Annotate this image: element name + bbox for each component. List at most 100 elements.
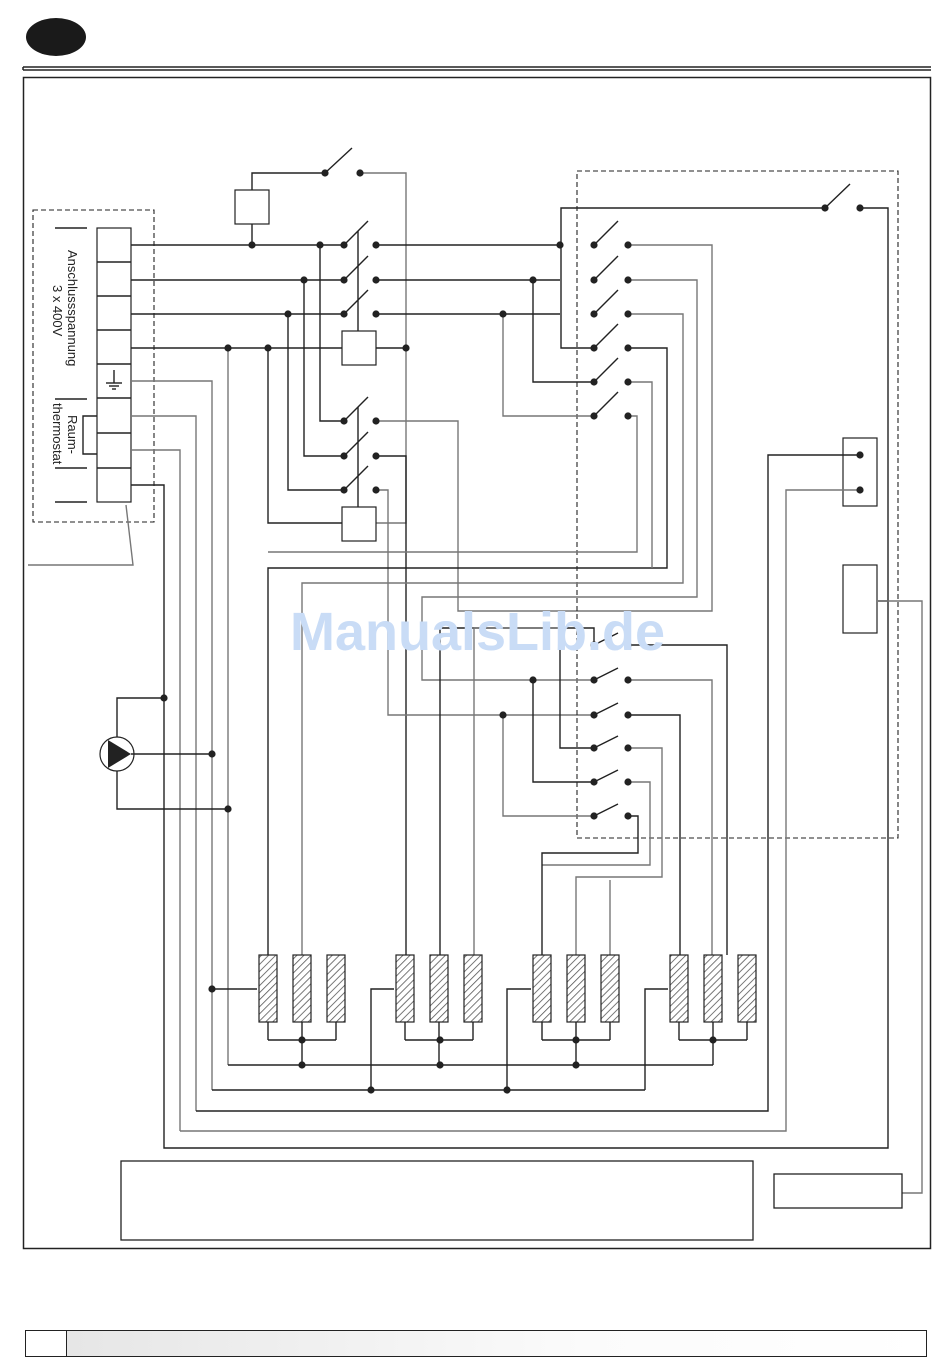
heating-element: [293, 955, 311, 1022]
heating-element: [738, 955, 756, 1022]
junction-dot: [590, 276, 597, 283]
supply-voltage-value: 3 x 400V: [50, 285, 65, 337]
junction-dot: [556, 241, 563, 248]
junction-dot: [590, 310, 597, 317]
language-badge: [26, 18, 86, 56]
junction-dot: [208, 985, 215, 992]
junction-dot: [572, 1036, 579, 1043]
heating-element: [396, 955, 414, 1022]
junction-dot: [590, 241, 597, 248]
note-box: [774, 1174, 902, 1208]
junction-dot: [372, 417, 379, 424]
contactor-k2: [268, 245, 712, 955]
junction-dot: [367, 1086, 374, 1093]
junction-dot: [372, 452, 379, 459]
junction-dot: [284, 310, 291, 317]
junction-dot: [624, 310, 631, 317]
junction-dot: [499, 711, 506, 718]
legend-box: [121, 1161, 753, 1240]
heating-element: [704, 955, 722, 1022]
thermostat-label: Raum-: [65, 415, 80, 454]
heater-group: [259, 955, 345, 1065]
junction-dot: [624, 344, 631, 351]
junction-dot: [590, 676, 597, 683]
supply-voltage-label: Anschlussspannung: [65, 250, 80, 366]
junction-dot: [224, 344, 231, 351]
junction-dot: [372, 241, 379, 248]
junction-dot: [340, 417, 347, 424]
junction-dot: [316, 241, 323, 248]
junction-dot: [709, 1036, 716, 1043]
junction-dot: [298, 1061, 305, 1068]
junction-dot: [590, 812, 597, 819]
junction-dot: [624, 276, 631, 283]
junction-dot: [856, 204, 863, 211]
junction-dot: [224, 805, 231, 812]
junction-dot: [590, 711, 597, 718]
page-number-box: [26, 1331, 67, 1356]
junction-dot: [340, 452, 347, 459]
heating-element: [567, 955, 585, 1022]
thermostat-label-2: thermostat: [50, 403, 65, 465]
leader-line: [28, 505, 133, 565]
junction-dot: [356, 169, 363, 176]
junction-dot: [590, 344, 597, 351]
terminal-area: [33, 210, 154, 522]
heating-element: [670, 955, 688, 1022]
junction-dot: [264, 344, 271, 351]
heating-element: [533, 955, 551, 1022]
junction-dot: [624, 711, 631, 718]
junction-dot: [340, 310, 347, 317]
junction-dot: [624, 676, 631, 683]
junction-dot: [208, 750, 215, 757]
junction-dot: [856, 486, 863, 493]
junction-dot: [624, 744, 631, 751]
junction-dot: [590, 778, 597, 785]
junction-dot: [340, 241, 347, 248]
junction-dot: [340, 486, 347, 493]
heater-group: [396, 955, 482, 1065]
junction-dot: [856, 451, 863, 458]
junction-dot: [436, 1061, 443, 1068]
junction-dot: [499, 310, 506, 317]
heating-element: [327, 955, 345, 1022]
junction-dot: [298, 1036, 305, 1043]
junction-dot: [624, 812, 631, 819]
footer-caption-strip: [67, 1331, 926, 1356]
junction-dot: [529, 276, 536, 283]
junction-dot: [340, 276, 347, 283]
junction-dot: [529, 676, 536, 683]
junction-dot: [821, 204, 828, 211]
footer-bar: [25, 1330, 927, 1357]
junction-dot: [624, 412, 631, 419]
junction-dot: [624, 241, 631, 248]
junction-dot: [321, 169, 328, 176]
heater-group: [533, 955, 619, 1065]
junction-dot: [372, 276, 379, 283]
junction-dot: [624, 778, 631, 785]
junction-dot: [372, 486, 379, 493]
junction-dot: [248, 241, 255, 248]
watermark: ManualsLib.de: [290, 602, 665, 662]
junction-dot: [402, 344, 409, 351]
junction-dot: [372, 310, 379, 317]
junction-dot: [572, 1061, 579, 1068]
switch-bank-lower: [440, 628, 727, 955]
junction-dot: [624, 378, 631, 385]
junction-dot: [590, 412, 597, 419]
supply-lines: [131, 245, 888, 1148]
diagram-frame: [24, 78, 931, 1249]
junction-dot: [160, 694, 167, 701]
junction-dot: [590, 744, 597, 751]
heating-element: [601, 955, 619, 1022]
junction-dot: [503, 1086, 510, 1093]
junction-dot: [436, 1036, 443, 1043]
switch-bank-upper: [268, 184, 888, 955]
heating-element: [430, 955, 448, 1022]
heater-group: [670, 955, 756, 1065]
junction-dot: [590, 378, 597, 385]
heating-element: [259, 955, 277, 1022]
heating-element: [464, 955, 482, 1022]
junction-dot: [300, 276, 307, 283]
